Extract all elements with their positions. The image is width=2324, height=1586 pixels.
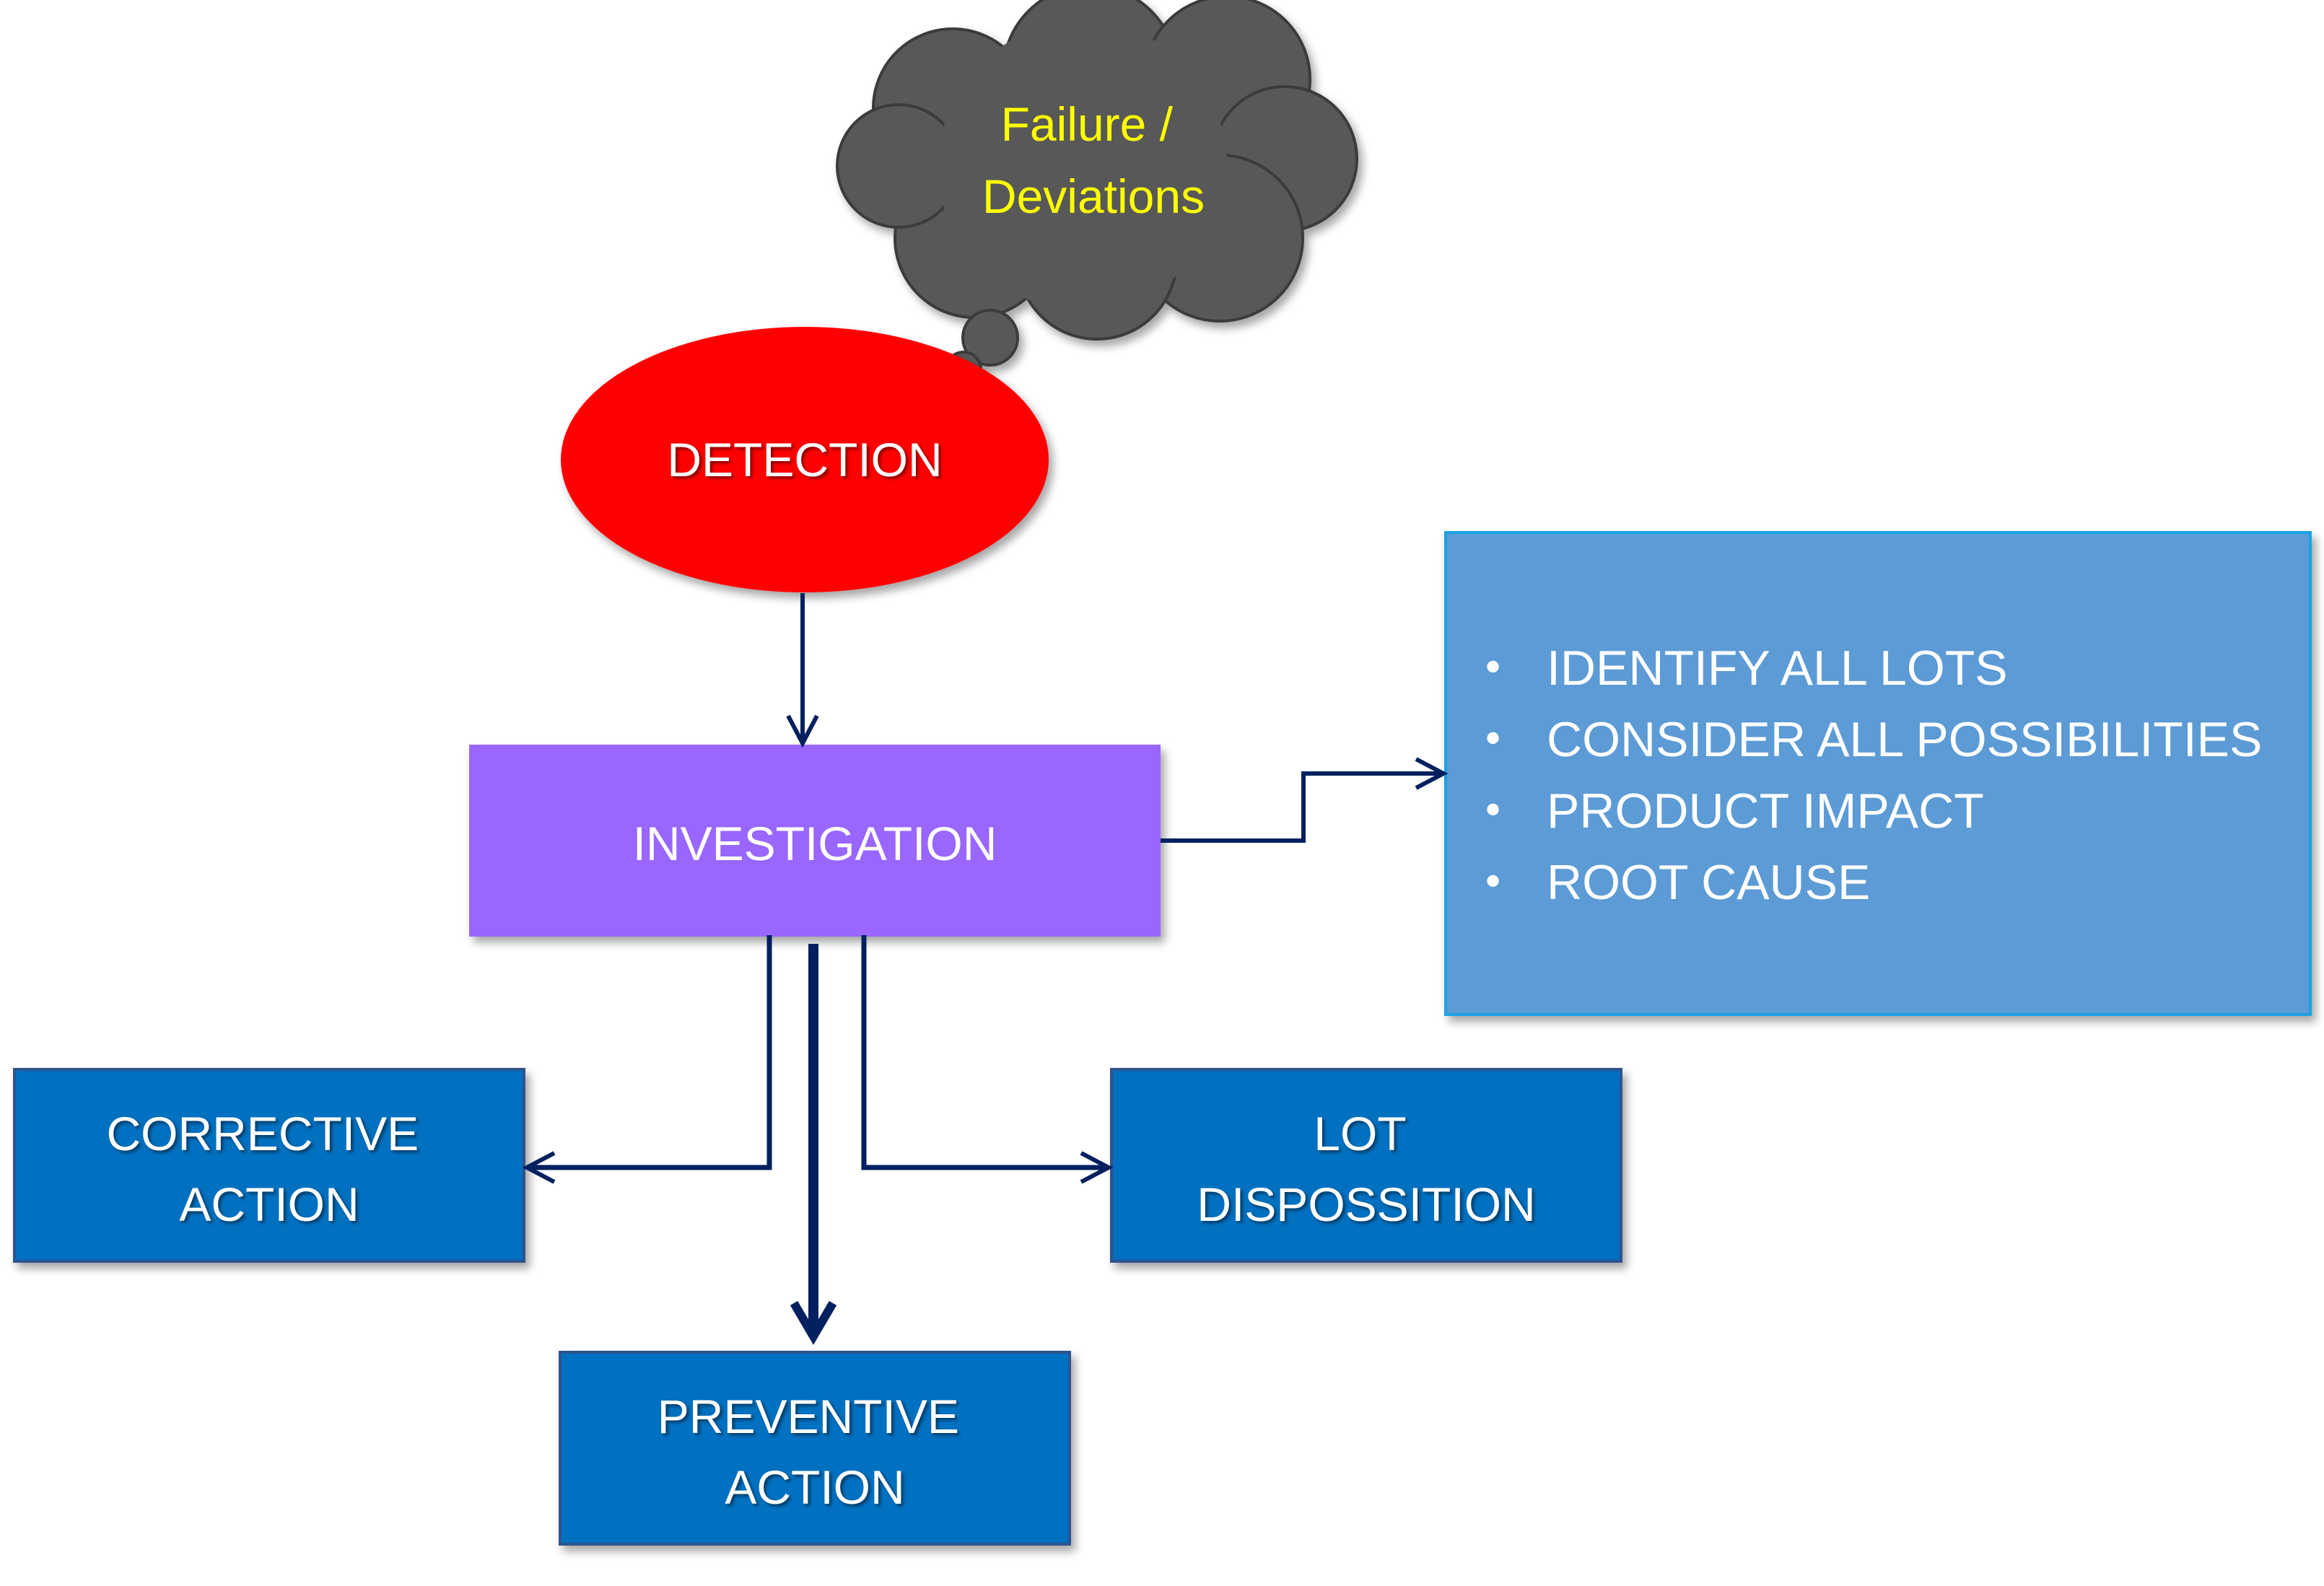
detection-label-line: DETECTION <box>667 433 942 486</box>
cloud-label-line: Failure / <box>1001 97 1174 151</box>
bullet-dot: • <box>1481 717 1505 763</box>
details-item: CONSIDER ALL POSSIBILITIES <box>1547 712 2262 767</box>
investigation-node[interactable] <box>469 745 1161 937</box>
investigation-label-line: INVESTIGATION <box>633 817 997 870</box>
lot-disposition-label-line: DISPOSSITION <box>1197 1178 1535 1231</box>
edge-investigation-details <box>1161 771 1443 843</box>
details-item: ROOT CAUSE <box>1547 855 1870 910</box>
connectors <box>522 593 1449 1345</box>
arrowhead-corrective <box>522 1151 556 1184</box>
arrowhead-preventive <box>790 1300 837 1345</box>
preventive-action-label-line: PREVENTIVE <box>658 1390 959 1443</box>
edge-investigation-lot <box>861 935 1109 1170</box>
corrective-action-label-line: ACTION <box>179 1178 359 1231</box>
edge-investigation-corrective <box>527 935 772 1170</box>
cloud-label-line: Deviations <box>982 170 1205 223</box>
corrective-action-label: CORRECTIVE ACTION <box>106 1107 432 1231</box>
details-list: • IDENTIFY ALL LOTS • CONSIDER ALL POSSI… <box>1481 641 2262 910</box>
lot-disposition-label: LOT DISPOSSITION <box>1197 1107 1535 1231</box>
details-item: IDENTIFY ALL LOTS <box>1547 641 2008 696</box>
arrowhead-investigation <box>786 714 819 748</box>
preventive-action-label-line: ACTION <box>725 1460 904 1514</box>
details-item: PRODUCT IMPACT <box>1547 784 1984 838</box>
detection-label: DETECTION <box>667 433 942 486</box>
lot-disposition-label-line: LOT <box>1314 1107 1405 1160</box>
bullet-dot: • <box>1481 859 1505 906</box>
corrective-action-label-line: CORRECTIVE <box>106 1107 419 1160</box>
details-box[interactable] <box>1444 531 2312 1016</box>
preventive-action-label: PREVENTIVE ACTION <box>658 1390 972 1514</box>
arrowhead-details <box>1415 757 1449 790</box>
investigation-label: INVESTIGATION <box>633 817 997 870</box>
thought-cloud <box>836 0 1358 399</box>
detection-node[interactable] <box>561 327 1049 592</box>
cloud-label: Failure / Deviations <box>982 97 1205 223</box>
preventive-action-node[interactable] <box>559 1351 1071 1546</box>
arrowhead-lot <box>1080 1151 1114 1184</box>
bullet-dot: • <box>1481 645 1505 692</box>
lot-disposition-node[interactable] <box>1110 1068 1622 1263</box>
bullet-dot: • <box>1481 788 1505 835</box>
corrective-action-node[interactable] <box>13 1068 525 1263</box>
